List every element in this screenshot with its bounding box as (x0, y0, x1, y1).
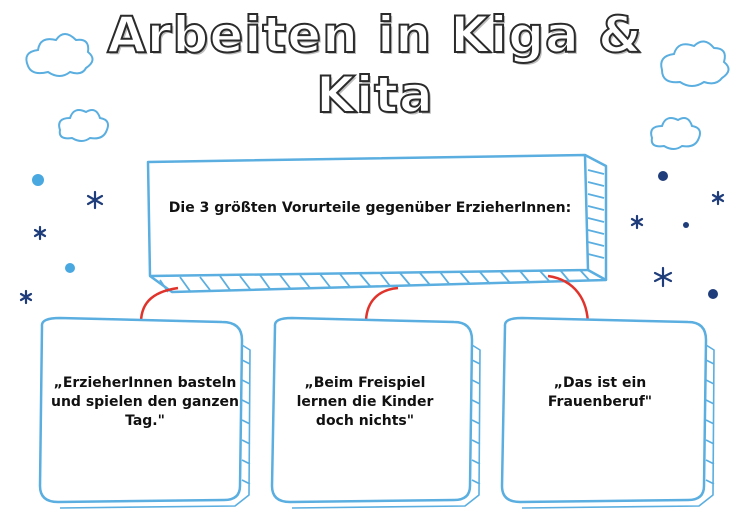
cloud-icon (58, 109, 109, 142)
dot-icon (683, 222, 689, 228)
star-icon (653, 266, 673, 288)
statement-card-3 (500, 316, 715, 509)
cloud-icon (25, 33, 94, 77)
page-title-line-1: Arbeiten in Kiga & (106, 5, 643, 65)
dot-icon (32, 174, 44, 186)
dot-icon (708, 289, 718, 299)
central-box (146, 153, 608, 294)
star-icon (711, 190, 725, 206)
page-title-line-2: Kita (315, 65, 434, 125)
cloud-icon (650, 117, 701, 150)
star-icon (630, 214, 644, 230)
star-icon (33, 225, 47, 241)
statement-card-2 (270, 316, 481, 509)
central-box-text: Die 3 größten Vorurteile gegenüber Erzie… (168, 200, 572, 216)
statement-text-2: „Beim Freispiel lernen die Kinder doch n… (296, 375, 434, 429)
dot-icon (658, 171, 668, 181)
statement-text-1: „ErzieherInnen basteln und spielen den g… (50, 375, 239, 429)
statement-text-3: „Das ist ein Frauenberuf" (547, 375, 653, 410)
star-icon (19, 289, 33, 305)
dot-icon (65, 263, 75, 273)
statement-card-1 (38, 316, 251, 509)
star-icon (86, 190, 104, 210)
cloud-icon (660, 40, 730, 87)
